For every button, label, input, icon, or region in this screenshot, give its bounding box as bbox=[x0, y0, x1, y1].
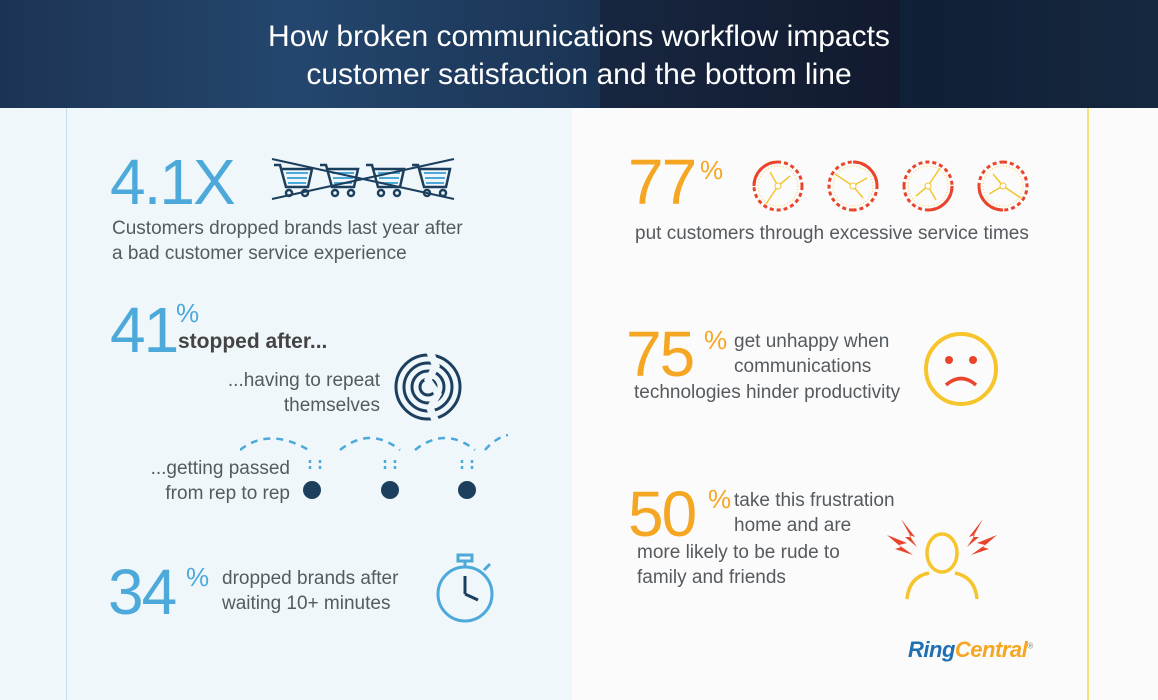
text-line: technologies hinder productivity bbox=[634, 382, 901, 403]
stat-unit: % bbox=[176, 298, 200, 328]
stat-description: get unhappy when communications bbox=[734, 329, 889, 379]
stat-value: 4.1X bbox=[110, 146, 236, 218]
text-line: more likely to be rude to bbox=[637, 542, 840, 563]
header-banner: How broken communications workflow impac… bbox=[0, 0, 1158, 108]
text-line: ...getting passed bbox=[150, 458, 290, 479]
title-line-2: customer satisfaction and the bottom lin… bbox=[306, 58, 852, 91]
reason-text: ...getting passed from rep to rep bbox=[90, 456, 290, 506]
bouncing-path-icon bbox=[240, 433, 509, 499]
stat-description: dropped brands after waiting 10+ minutes bbox=[222, 566, 398, 616]
text-line: dropped brands after bbox=[222, 568, 399, 589]
text-line: home and are bbox=[734, 515, 852, 536]
stat-value: 77 bbox=[628, 146, 697, 218]
text-line: take this frustration bbox=[734, 490, 895, 511]
stat-value: 75 bbox=[626, 318, 695, 390]
angry-person-icon bbox=[887, 519, 997, 600]
stat-description: Customers dropped brands last year after… bbox=[112, 216, 463, 266]
title-line-1: How broken communications workflow impac… bbox=[268, 20, 890, 53]
stat-unit: % bbox=[186, 562, 210, 592]
text-line: family and friends bbox=[637, 567, 786, 588]
stat-value: 41 bbox=[110, 294, 179, 366]
text-line: waiting 10+ minutes bbox=[222, 593, 391, 614]
text-line: ...having to repeat bbox=[227, 370, 380, 391]
divider bbox=[1087, 108, 1089, 700]
sad-face-icon bbox=[924, 332, 998, 406]
text-line: a bad customer service experience bbox=[112, 243, 407, 264]
divider bbox=[66, 108, 67, 700]
text-line: from rep to rep bbox=[165, 483, 290, 504]
stat-unit: % bbox=[700, 155, 724, 185]
stat-description: more likely to be rude to family and fri… bbox=[637, 540, 840, 590]
logo-part: Central bbox=[954, 637, 1028, 662]
text-line: themselves bbox=[283, 395, 380, 416]
crossed-shopping-carts-icon bbox=[271, 158, 455, 200]
stat-value: 34 bbox=[108, 556, 177, 628]
text-line: communications bbox=[734, 356, 872, 377]
logo-mark: ® bbox=[1027, 641, 1033, 651]
clocks-icon bbox=[752, 160, 1029, 212]
stat-unit: % bbox=[708, 484, 732, 514]
stat-description: take this frustration home and are bbox=[734, 488, 895, 538]
stat-heading: stopped after... bbox=[178, 330, 328, 353]
text-line: get unhappy when bbox=[734, 331, 890, 352]
stat-description: put customers through excessive service … bbox=[635, 223, 1029, 244]
stat-value: 50 bbox=[628, 478, 697, 550]
text-line: Customers dropped brands last year after bbox=[112, 218, 463, 239]
ringcentral-logo: RingCentral® bbox=[908, 637, 1033, 663]
left-panel bbox=[0, 108, 572, 700]
stopwatch-icon bbox=[436, 553, 494, 623]
broken-spiral-icon bbox=[394, 352, 462, 422]
page-title: How broken communications workflow impac… bbox=[0, 18, 1158, 94]
logo-part: Ring bbox=[908, 637, 955, 662]
reason-text: ...having to repeat themselves bbox=[180, 368, 380, 418]
stat-unit: % bbox=[704, 325, 728, 355]
